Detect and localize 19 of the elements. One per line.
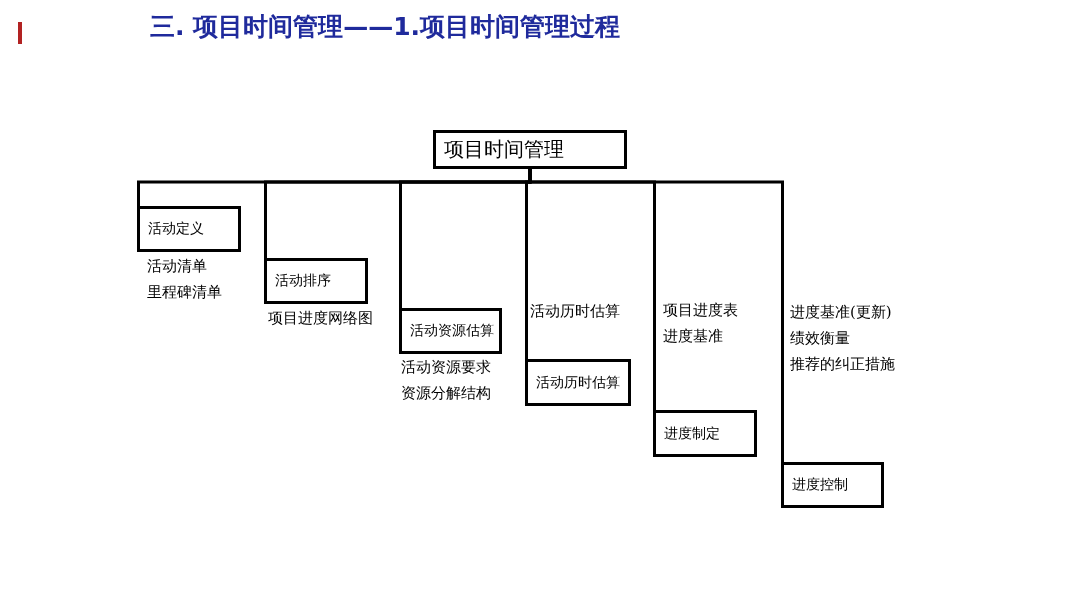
output-text: 进度基准(更新) — [790, 302, 892, 323]
root-box: 项目时间管理 — [433, 130, 627, 169]
output-text: 进度基准 — [663, 326, 723, 347]
output-text: 活动资源要求 — [401, 357, 491, 378]
process-box: 进度控制 — [781, 462, 884, 508]
output-text: 绩效衡量 — [790, 328, 850, 349]
process-box: 活动排序 — [264, 258, 368, 304]
output-text: 活动清单 — [147, 256, 207, 277]
output-text: 资源分解结构 — [401, 383, 491, 404]
output-text: 项目进度表 — [663, 300, 738, 321]
process-box: 进度制定 — [653, 410, 757, 457]
output-text: 项目进度网络图 — [268, 308, 373, 329]
title: 三. 项目时间管理——1.项目时间管理过程 — [150, 11, 621, 43]
process-box: 活动资源估算 — [399, 308, 502, 354]
output-text: 推荐的纠正措施 — [790, 354, 895, 375]
output-text: 里程碑清单 — [147, 282, 222, 303]
process-box: 活动定义 — [137, 206, 241, 252]
output-text: 活动历时估算 — [530, 301, 620, 322]
process-box: 活动历时估算 — [525, 359, 631, 406]
